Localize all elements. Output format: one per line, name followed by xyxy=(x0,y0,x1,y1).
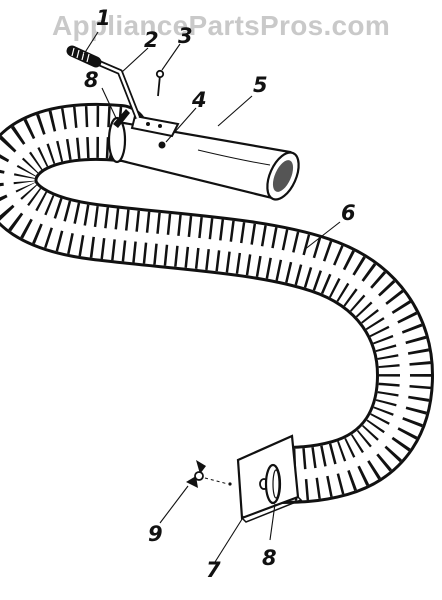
handle-grip xyxy=(66,45,102,68)
leader-1 xyxy=(83,31,99,55)
nozzle xyxy=(108,120,300,201)
leader-4 xyxy=(165,107,197,143)
callout-8-lower: 8 xyxy=(262,546,277,570)
leader-5 xyxy=(217,95,253,127)
leader-8a xyxy=(101,87,117,119)
callout-9: 9 xyxy=(148,522,163,546)
leader-7 xyxy=(214,515,245,563)
callout-6: 6 xyxy=(341,201,356,225)
callout-1: 1 xyxy=(96,6,111,30)
leader-2 xyxy=(121,47,149,73)
screw xyxy=(155,69,165,97)
callout-3: 3 xyxy=(178,24,193,48)
callout-2: 2 xyxy=(144,28,159,52)
site-watermark: AppliancePartsPros.com xyxy=(51,10,391,41)
leader-lines xyxy=(83,31,341,563)
callout-5: 5 xyxy=(253,73,268,97)
callout-7: 7 xyxy=(206,558,221,582)
callout-4: 4 xyxy=(192,88,207,112)
leader-6 xyxy=(303,221,341,251)
wing-nut xyxy=(186,460,232,488)
callout-8-upper: 8 xyxy=(84,68,99,92)
hose-clamp-top xyxy=(107,109,130,164)
handle-rod xyxy=(90,57,141,120)
leader-3 xyxy=(161,43,181,71)
leader-8b xyxy=(269,503,276,541)
hose-clamp-bottom xyxy=(264,463,282,505)
nut xyxy=(158,141,166,149)
flexible-hose xyxy=(0,102,435,504)
leader-9 xyxy=(159,485,189,524)
